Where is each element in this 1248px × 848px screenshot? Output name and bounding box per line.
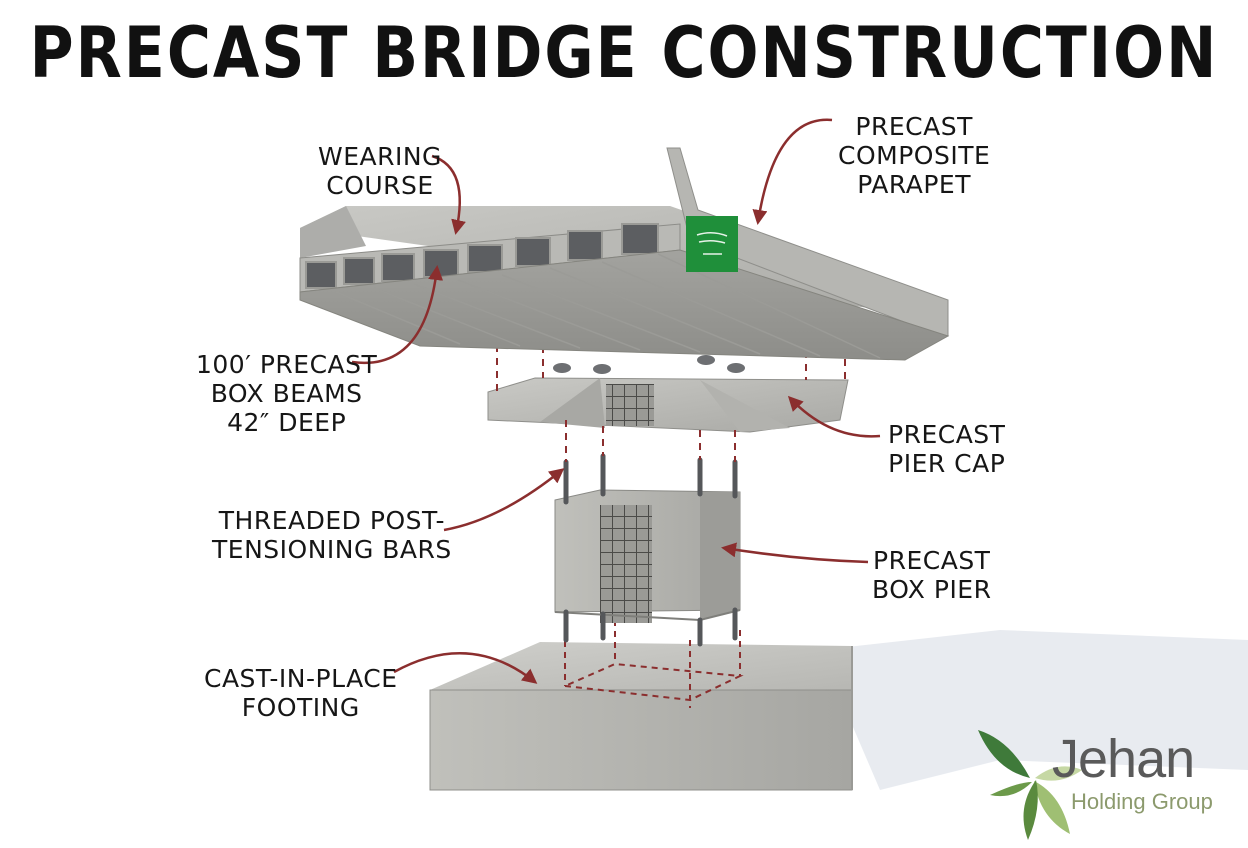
label-precast-pier-cap: PRECAST PIER CAP (888, 420, 1006, 478)
left-parapet (300, 206, 366, 258)
precast-box-beams-deck (299, 147, 950, 361)
curved-arrow-icon (431, 154, 466, 235)
curved-arrow-icon (393, 652, 538, 684)
curved-arrow-icon (443, 468, 565, 532)
label-precast-composite-parapet: PRECAST COMPOSITE PARAPET (838, 112, 991, 199)
curved-arrow-icon (721, 542, 869, 564)
label-post-tensioning-bars: THREADED POST- TENSIONING BARS (212, 506, 452, 564)
curved-arrow-icon (787, 395, 881, 438)
ground-shadow (820, 630, 1248, 790)
curved-arrow-icon (752, 118, 833, 225)
label-wearing-course: WEARING COURSE (318, 142, 442, 200)
curved-arrow-icon (351, 265, 444, 365)
precast-pier-cap (487, 355, 849, 433)
leaf-logo-icon (978, 730, 1082, 840)
label-box-beams: 100′ PRECAST BOX BEAMS 42″ DEEP (196, 350, 378, 437)
precast-box-pier (554, 453, 741, 647)
label-precast-box-pier: PRECAST BOX PIER (872, 546, 992, 604)
logo-subtitle: Holding Group (1071, 789, 1213, 814)
flag-icon (686, 216, 738, 272)
bearing-pads (553, 355, 745, 374)
label-cast-in-place-footing: CAST-IN-PLACE FOOTING (204, 664, 398, 722)
annotation-arrows (351, 118, 881, 684)
post-tensioning-bars (563, 453, 738, 647)
cast-in-place-footing (429, 620, 853, 791)
logo-name: Jehan (1052, 729, 1195, 789)
page-title: PRECAST BRIDGE CONSTRUCTION (29, 12, 1219, 95)
